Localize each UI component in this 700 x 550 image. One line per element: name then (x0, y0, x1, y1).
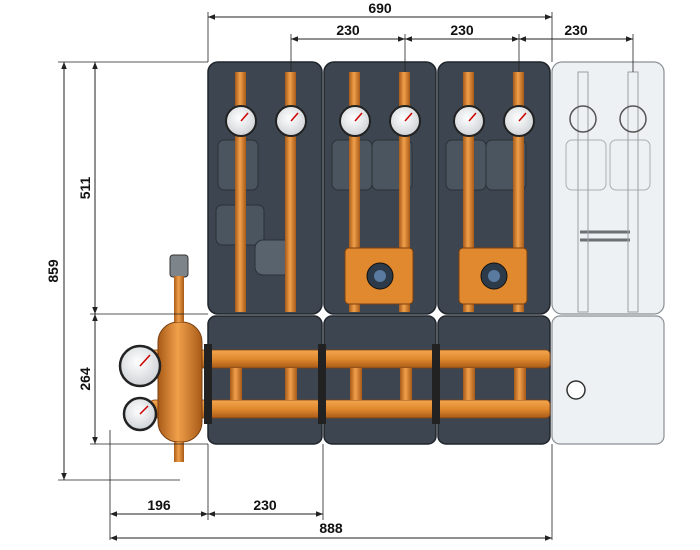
ghost-port-icon (566, 380, 586, 400)
module-4-ghost-upper (551, 61, 665, 315)
dim-bottom-seg-2: 230 (253, 497, 277, 513)
module-1-upper (207, 61, 323, 315)
dim-left-total: 859 (45, 259, 61, 283)
dim-bottom-seg-1: 196 (147, 497, 171, 513)
dim-top-seg-2: 230 (450, 22, 474, 38)
manifold-pipes (149, 344, 551, 424)
gauge-icon (275, 105, 307, 137)
thermometer-gauges (225, 105, 647, 137)
gauge-icon (339, 105, 371, 137)
dim-top-total: 690 (368, 0, 392, 16)
dim-left-lower: 264 (77, 367, 93, 391)
dim-top-seg-1: 230 (336, 22, 360, 38)
hydraulic-separator (118, 254, 203, 462)
gauge-icon (389, 105, 421, 137)
pressure-gauge-icon (118, 344, 162, 388)
ghost-gauge-icon (619, 105, 647, 133)
dimension-lines (58, 12, 634, 541)
ghost-gauge-icon (569, 105, 597, 133)
gauge-icon (503, 105, 535, 137)
dim-bottom-total: 888 (319, 520, 343, 536)
dim-top-seg-3: 230 (564, 22, 588, 38)
temperature-gauge-icon (122, 396, 158, 432)
pump-bodies (344, 247, 528, 305)
dim-left-upper: 511 (77, 176, 93, 199)
gauge-icon (453, 105, 485, 137)
dimension-labels: 690 230 230 230 859 511 264 196 230 888 (45, 0, 588, 536)
gauge-icon (225, 105, 257, 137)
